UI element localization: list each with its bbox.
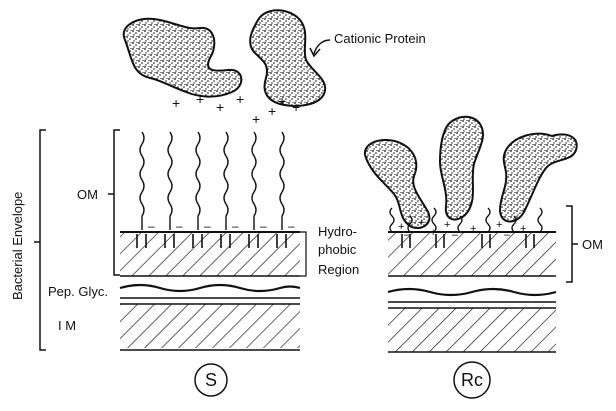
cationic-protein-right — [250, 10, 325, 106]
svg-text:+: + — [418, 217, 424, 229]
svg-text:+: + — [268, 103, 276, 119]
svg-text:–: – — [204, 219, 211, 233]
svg-text:+: + — [196, 91, 204, 107]
om-label-left: OM — [77, 187, 98, 202]
bacterial-envelope-bracket — [34, 130, 46, 350]
pep-glyc-label: Pep. Glyc. — [48, 284, 108, 299]
svg-text:+: + — [252, 111, 260, 127]
svg-text:+: + — [172, 95, 180, 111]
bacterial-envelope-label: Bacterial Envelope — [10, 192, 25, 300]
svg-text:–: – — [232, 219, 239, 233]
panel-s-label: S — [205, 370, 217, 390]
panel-rc-label: Rc — [461, 370, 483, 390]
im-label: I M — [58, 318, 76, 333]
svg-text:–: – — [148, 219, 155, 233]
membrane-s: ––– ––– — [120, 132, 300, 350]
membrane-rc: +++ +++ +–– – — [365, 117, 577, 352]
top-charges: + + + + + + + + — [172, 91, 300, 127]
om-bracket-left — [108, 130, 120, 275]
svg-text:+: + — [444, 219, 450, 231]
cationic-protein-label: Cationic Protein — [334, 31, 426, 46]
bound-protein-1 — [365, 140, 430, 228]
svg-text:+: + — [236, 91, 244, 107]
svg-text:+: + — [216, 99, 224, 115]
hydrophobic-label-1: Hydro- — [318, 224, 357, 239]
om-bracket-right — [566, 206, 578, 282]
callout-arrow — [314, 40, 330, 54]
svg-text:+: + — [496, 219, 502, 231]
hydrophobic-bracket — [300, 232, 306, 276]
cationic-protein-left — [124, 19, 242, 97]
hydrophobic-label-2: phobic — [318, 242, 357, 257]
bound-protein-2 — [440, 117, 483, 220]
svg-text:–: – — [176, 219, 183, 233]
bound-protein-3 — [500, 134, 577, 222]
svg-text:+: + — [278, 93, 286, 109]
hydrophobic-label-3: Region — [318, 262, 359, 277]
svg-text:–: – — [260, 219, 267, 233]
svg-text:+: + — [292, 99, 300, 115]
om-label-right: OM — [582, 237, 603, 252]
svg-text:–: – — [288, 219, 295, 233]
